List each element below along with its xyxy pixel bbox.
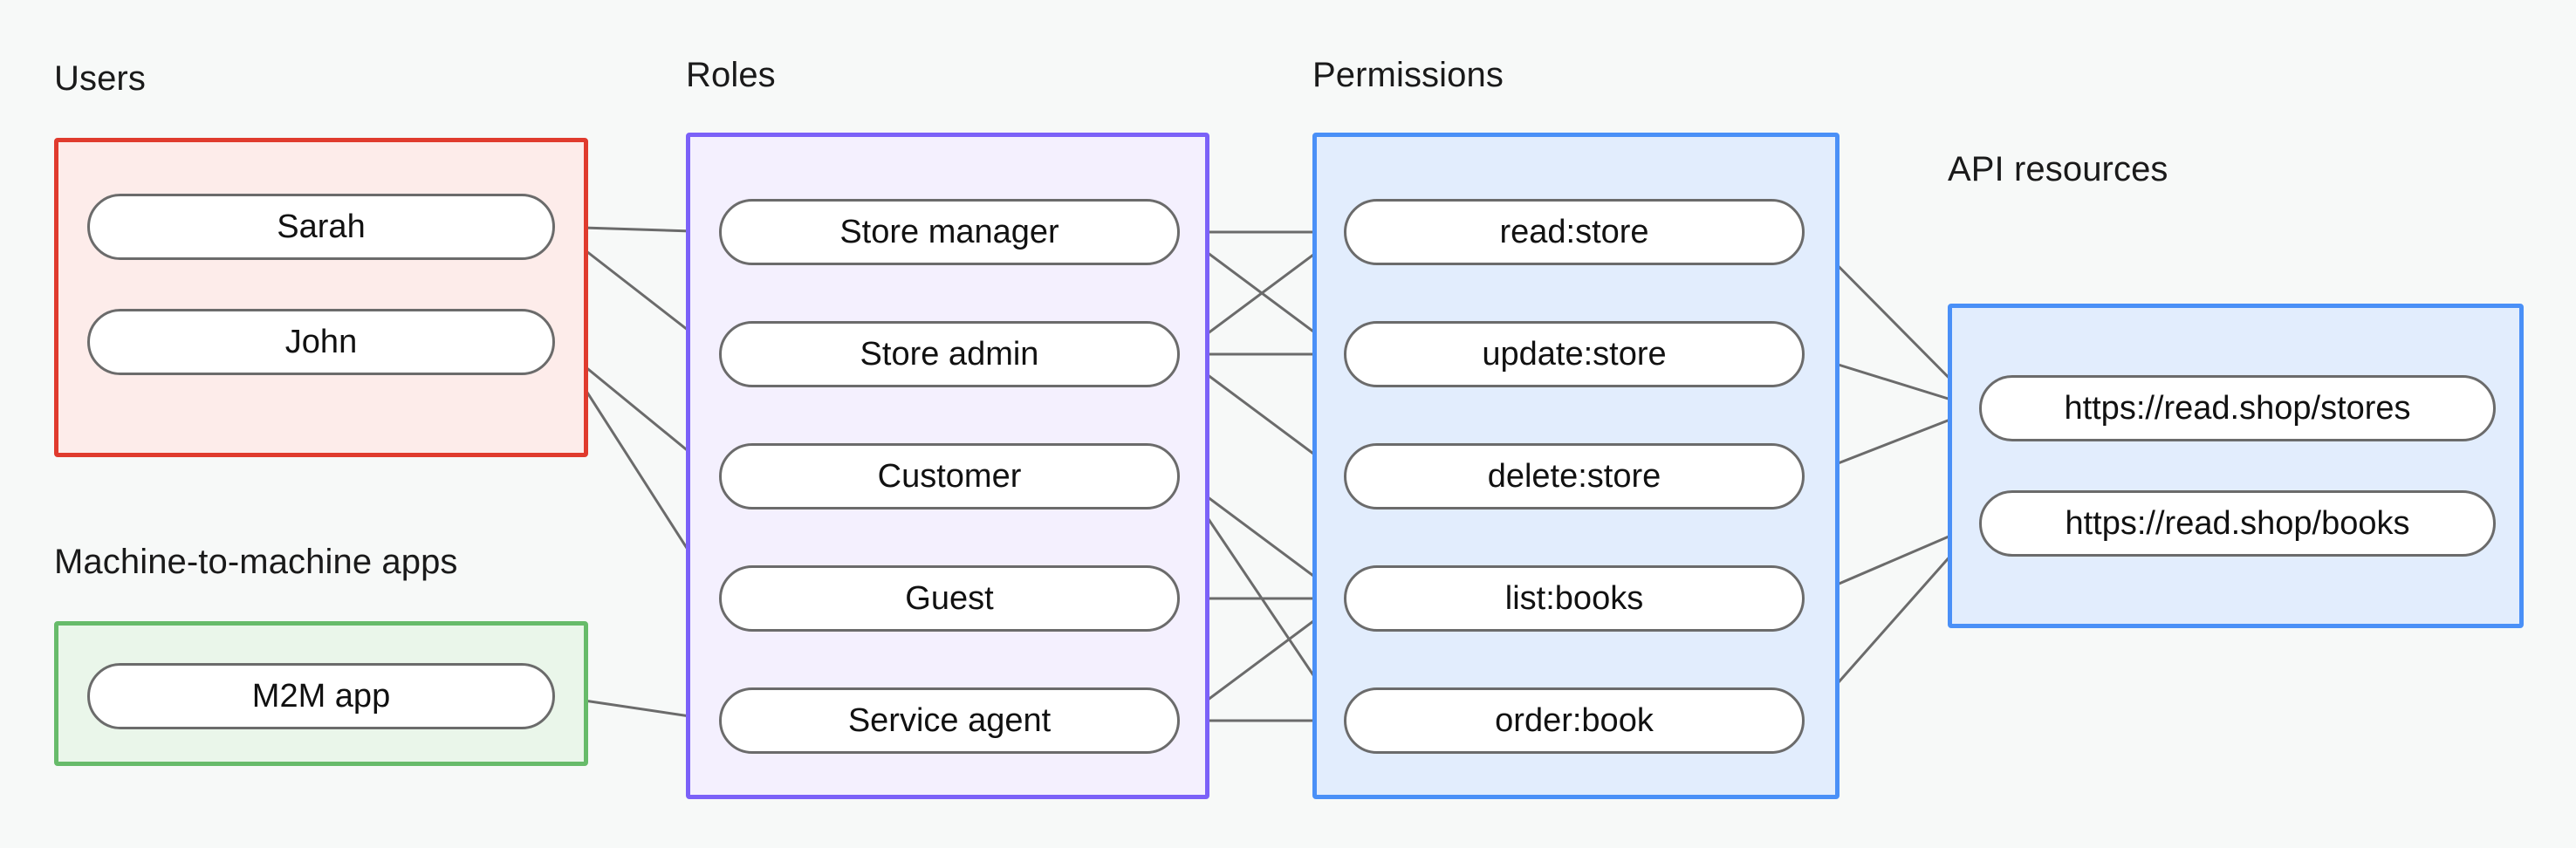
node-label-m2m_app: M2M app bbox=[251, 678, 391, 715]
node-res_stores[interactable]: https://read.shop/stores bbox=[1979, 375, 2496, 441]
node-label-customer: Customer bbox=[877, 458, 1022, 495]
group-label-users: Users bbox=[54, 59, 146, 98]
node-update_store[interactable]: update:store bbox=[1344, 321, 1805, 387]
node-label-john: John bbox=[284, 324, 358, 360]
node-label-sarah: Sarah bbox=[277, 209, 366, 245]
node-label-store_admin: Store admin bbox=[860, 336, 1039, 373]
node-label-list_books: list:books bbox=[1504, 580, 1644, 617]
node-store_manager[interactable]: Store manager bbox=[719, 199, 1180, 265]
group-label-machine_apps: Machine-to-machine apps bbox=[54, 543, 458, 581]
node-list_books[interactable]: list:books bbox=[1344, 565, 1805, 632]
node-res_books[interactable]: https://read.shop/books bbox=[1979, 490, 2496, 557]
node-label-res_stores: https://read.shop/stores bbox=[2064, 390, 2411, 427]
group-label-permissions: Permissions bbox=[1312, 56, 1504, 94]
group-box-users bbox=[54, 138, 588, 457]
group-label-api_resources: API resources bbox=[1948, 150, 2168, 188]
node-order_book[interactable]: order:book bbox=[1344, 687, 1805, 754]
node-label-update_store: update:store bbox=[1482, 336, 1667, 373]
node-m2m_app[interactable]: M2M app bbox=[87, 663, 555, 729]
node-john[interactable]: John bbox=[87, 309, 555, 375]
node-sarah[interactable]: Sarah bbox=[87, 194, 555, 260]
node-label-order_book: order:book bbox=[1495, 702, 1654, 739]
node-read_store[interactable]: read:store bbox=[1344, 199, 1805, 265]
node-label-delete_store: delete:store bbox=[1487, 458, 1661, 495]
node-label-guest: Guest bbox=[905, 580, 994, 617]
node-delete_store[interactable]: delete:store bbox=[1344, 443, 1805, 509]
node-service_agent[interactable]: Service agent bbox=[719, 687, 1180, 754]
group-label-roles: Roles bbox=[686, 56, 776, 94]
node-label-res_books: https://read.shop/books bbox=[2065, 505, 2410, 542]
node-label-read_store: read:store bbox=[1499, 214, 1649, 250]
node-label-service_agent: Service agent bbox=[847, 702, 1052, 739]
node-store_admin[interactable]: Store admin bbox=[719, 321, 1180, 387]
node-label-store_manager: Store manager bbox=[839, 214, 1059, 250]
node-guest[interactable]: Guest bbox=[719, 565, 1180, 632]
node-customer[interactable]: Customer bbox=[719, 443, 1180, 509]
group-box-api_resources bbox=[1948, 304, 2524, 628]
